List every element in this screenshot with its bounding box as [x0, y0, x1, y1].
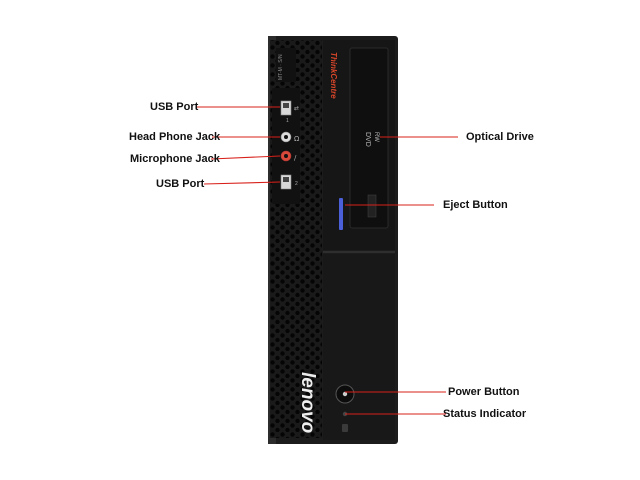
headphone-jack	[280, 131, 292, 143]
usb-port-1-number: 1	[286, 118, 289, 124]
label-microphone-jack: Microphone Jack	[130, 153, 220, 165]
usb-port-top	[280, 100, 292, 116]
brand-thinkcentre: ThinkCentre	[329, 52, 338, 99]
front-io-panel	[272, 88, 300, 204]
label-headphone-jack: Head Phone Jack	[129, 131, 221, 143]
usb-icon: ⇄	[294, 105, 299, 112]
eject-button[interactable]	[339, 198, 343, 230]
label-power-button: Power Button	[448, 386, 520, 398]
status-indicator-light-2	[342, 424, 348, 432]
label-usb-port-top: USB Port	[150, 101, 199, 113]
label-eject-button: Eject Button	[443, 199, 508, 211]
computer-case: MT-M · S/N	[268, 36, 398, 444]
microphone-jack	[280, 150, 292, 162]
label-optical-drive: Optical Drive	[466, 131, 534, 143]
label-usb-port-bottom: USB Port	[156, 178, 205, 190]
drive-logo-rw: RW	[373, 132, 379, 142]
leader-lines	[196, 106, 458, 415]
drive-logo: DVD	[364, 132, 371, 147]
headphone-icon: Ω	[294, 135, 300, 143]
power-button[interactable]	[335, 384, 355, 404]
svg-text:MT-M · S/N: MT-M · S/N	[278, 54, 284, 80]
label-status-indicator: Status Indicator	[443, 408, 527, 420]
usb-port-2-number: 2	[295, 181, 298, 187]
usb-port-bottom	[280, 174, 292, 190]
brand-lenovo: lenovo	[297, 372, 318, 433]
lower-front-panel	[323, 254, 395, 440]
microphone-icon: /	[294, 154, 297, 162]
optical-drive	[349, 47, 389, 229]
